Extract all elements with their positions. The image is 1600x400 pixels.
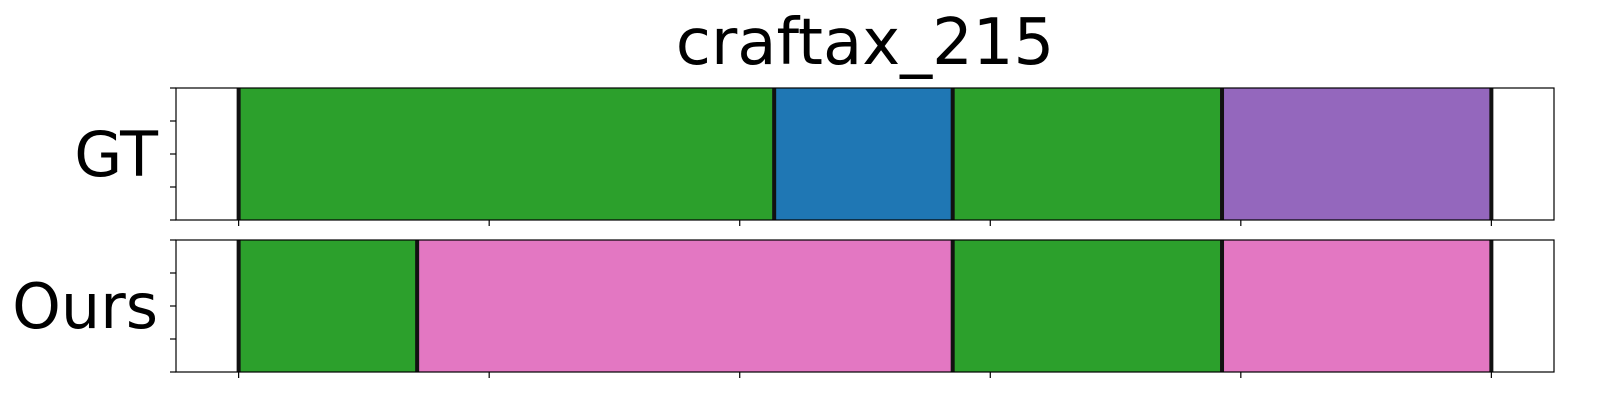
row-label-gt: GT bbox=[74, 118, 159, 191]
segment-gt-0 bbox=[238, 88, 775, 220]
chart-title: craftax_215 bbox=[676, 6, 1054, 80]
segment-ours-3 bbox=[1222, 240, 1492, 372]
panel-gt: GT bbox=[74, 87, 1555, 226]
panel-ours: Ours bbox=[12, 239, 1555, 378]
segment-gt-3 bbox=[1222, 88, 1492, 220]
segment-gt-1 bbox=[774, 88, 953, 220]
segment-ours-0 bbox=[238, 240, 418, 372]
row-label-ours: Ours bbox=[12, 270, 158, 343]
segment-ours-2 bbox=[952, 240, 1223, 372]
segment-gt-2 bbox=[952, 88, 1223, 220]
chart-panels: GT Ours bbox=[12, 87, 1555, 378]
segment-ours-1 bbox=[417, 240, 953, 372]
